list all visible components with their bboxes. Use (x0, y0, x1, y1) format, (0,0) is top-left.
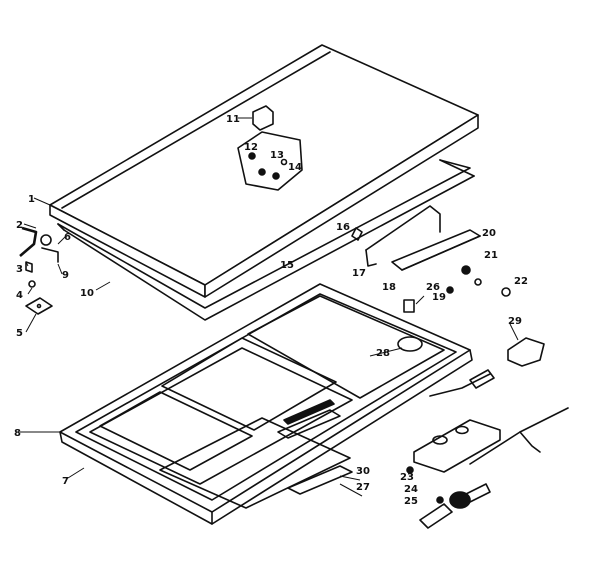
label-part-27: 27 (356, 482, 370, 493)
label-part-23: 23 (400, 472, 414, 483)
control-panel (413, 419, 501, 473)
lock-plate (237, 131, 303, 191)
label-part-7: 7 (62, 476, 69, 487)
label-part-21: 21 (484, 250, 498, 261)
lid-gasket (57, 159, 471, 309)
leader-lines (20, 197, 519, 497)
label-part-30: 30 (356, 466, 370, 477)
part-labels: 1 2 3 4 5 6 7 8 9 10 11 12 13 14 15 16 1… (14, 114, 528, 507)
label-part-26: 26 (426, 282, 440, 293)
label-part-14: 14 (288, 162, 302, 173)
hinge-bracket (25, 297, 53, 315)
label-part-20: 20 (482, 228, 496, 239)
lock-assembly (237, 105, 303, 191)
label-part-1: 1 (28, 194, 35, 205)
lock-cover (252, 105, 274, 131)
label-part-10: 10 (80, 288, 94, 299)
label-part-28: 28 (376, 348, 390, 359)
label-part-8: 8 (14, 428, 21, 439)
handle-assembly (351, 205, 511, 297)
label-part-6: 6 (64, 232, 71, 243)
label-part-29: 29 (508, 316, 522, 327)
handle-bar (365, 205, 441, 251)
label-part-17: 17 (352, 268, 366, 279)
label-part-9: 9 (62, 270, 69, 281)
label-part-5: 5 (16, 328, 23, 339)
label-part-11: 11 (226, 114, 240, 125)
label-part-25: 25 (404, 496, 418, 507)
label-part-22: 22 (514, 276, 528, 287)
hinge-assembly (19, 226, 59, 315)
handle-rail (391, 229, 481, 271)
label-part-16: 16 (336, 222, 350, 233)
electrical-assembly (287, 337, 569, 529)
lid-assembly (49, 44, 479, 321)
label-part-3: 3 (16, 264, 23, 275)
label-part-2: 2 (16, 220, 23, 231)
diffuser-strip (287, 465, 353, 495)
base-latch (283, 399, 335, 425)
lamp-bulb (419, 503, 453, 529)
lid-right-edge (204, 114, 479, 298)
label-part-19: 19 (432, 292, 446, 303)
label-part-12: 12 (244, 142, 258, 153)
label-part-13: 13 (270, 150, 284, 161)
label-part-18: 18 (382, 282, 396, 293)
base-panel (59, 283, 473, 525)
label-part-15: 15 (280, 260, 294, 271)
label-part-4: 4 (16, 290, 23, 301)
switch-housing (507, 337, 545, 367)
label-part-24: 24 (404, 484, 418, 495)
